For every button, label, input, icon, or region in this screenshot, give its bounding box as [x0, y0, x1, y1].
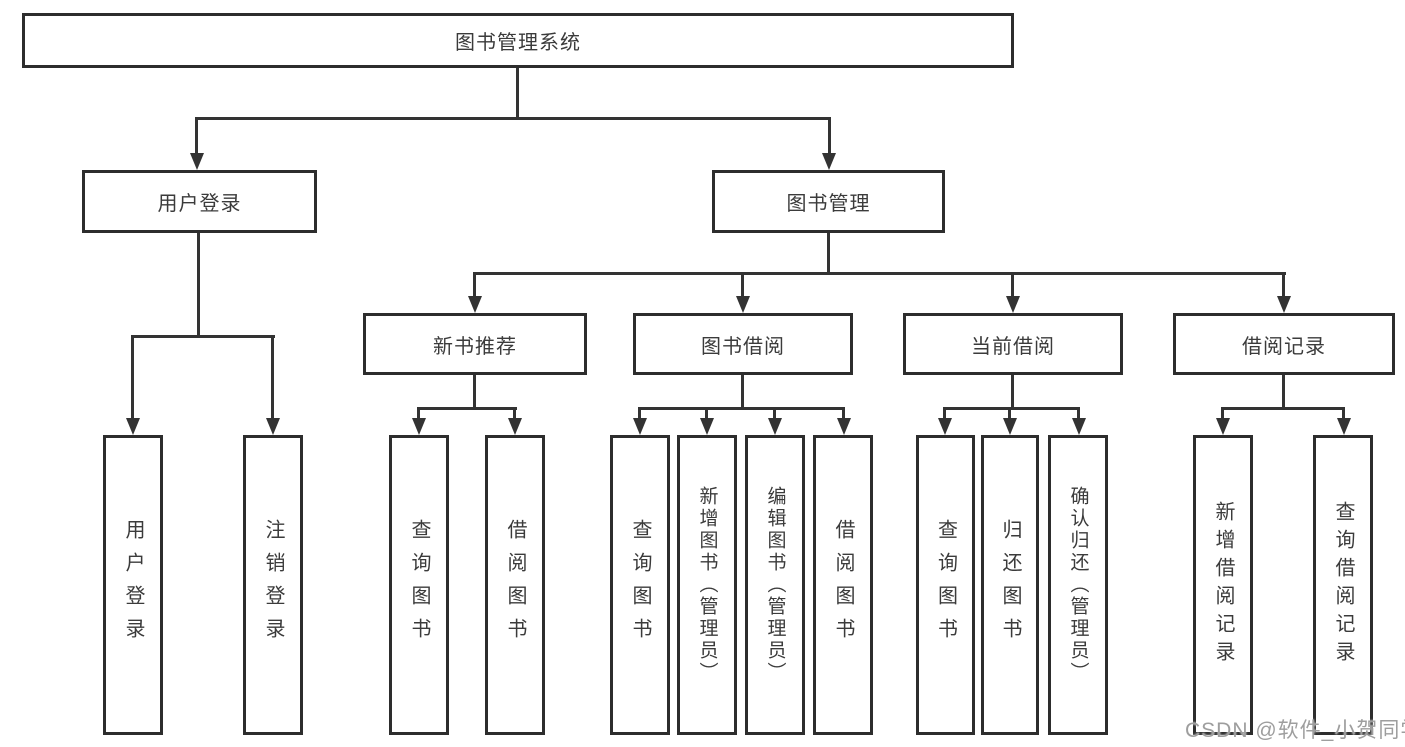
arrow-down-icon [508, 418, 522, 435]
connector-line [827, 233, 830, 274]
connector-line [741, 375, 744, 408]
arrow-down-icon [938, 418, 952, 435]
arrow-down-icon [468, 296, 482, 313]
arrow-down-icon [700, 418, 714, 435]
node-book-borrowing: 图书借阅 [633, 313, 853, 375]
node-library-management-system: 图书管理系统 [22, 13, 1014, 68]
connector-line [131, 335, 134, 421]
arrow-down-icon [266, 418, 280, 435]
arrow-down-icon [1337, 418, 1351, 435]
watermark: CSDN @软件_小贺同学 [1185, 719, 1405, 742]
arrow-down-icon [190, 153, 204, 170]
arrow-down-icon [736, 296, 750, 313]
leaf-query-books: 查询图书 [610, 435, 670, 735]
arrow-down-icon [633, 418, 647, 435]
connector-line [1008, 407, 1011, 421]
connector-line [516, 68, 519, 118]
connector-line [1342, 407, 1345, 421]
arrow-down-icon [1216, 418, 1230, 435]
leaf-add-book-admin: 新增图书（管理员） [677, 435, 737, 735]
connector-line [1282, 272, 1285, 300]
connector-line [271, 335, 274, 421]
connector-line [638, 407, 641, 421]
leaf-query-borrow-record: 查询借阅记录 [1313, 435, 1373, 735]
arrow-down-icon [837, 418, 851, 435]
leaf-edit-book-admin: 编辑图书（管理员） [745, 435, 805, 735]
connector-line [828, 117, 831, 157]
leaf-add-borrow-record: 新增借阅记录 [1193, 435, 1253, 735]
leaf-query-books: 查询图书 [916, 435, 975, 735]
leaf-borrow-books: 借阅图书 [485, 435, 545, 735]
arrow-down-icon [1277, 296, 1291, 313]
connector-line [943, 407, 946, 421]
node-new-book-recommendation: 新书推荐 [363, 313, 587, 375]
arrow-down-icon [1006, 296, 1020, 313]
arrow-down-icon [1072, 418, 1086, 435]
connector-line [773, 407, 776, 421]
connector-line [943, 407, 1080, 410]
connector-line [197, 233, 200, 335]
connector-line [195, 117, 198, 157]
connector-line [473, 272, 476, 300]
connector-line [741, 272, 744, 300]
leaf-query-books: 查询图书 [389, 435, 449, 735]
connector-line [417, 407, 517, 410]
leaf-confirm-return-admin: 确认归还（管理员） [1048, 435, 1108, 735]
connector-line [473, 375, 476, 408]
connector-line [195, 117, 831, 120]
node-user-login: 用户登录 [82, 170, 317, 233]
leaf-logout: 注销登录 [243, 435, 303, 735]
arrow-down-icon [126, 418, 140, 435]
connector-line [705, 407, 708, 421]
leaf-borrow-books: 借阅图书 [813, 435, 873, 735]
connector-line [1077, 407, 1080, 421]
connector-line [417, 407, 420, 421]
arrow-down-icon [768, 418, 782, 435]
connector-line [473, 272, 1286, 275]
connector-line [1282, 375, 1285, 408]
node-borrowing-records: 借阅记录 [1173, 313, 1395, 375]
connector-line [513, 407, 516, 421]
arrow-down-icon [1003, 418, 1017, 435]
connector-line [638, 407, 845, 410]
node-current-borrowing: 当前借阅 [903, 313, 1123, 375]
connector-line [842, 407, 845, 421]
connector-line [1221, 407, 1345, 410]
connector-line [131, 335, 275, 338]
connector-line [1221, 407, 1224, 421]
arrow-down-icon [412, 418, 426, 435]
connector-line [1011, 272, 1014, 300]
leaf-return-books: 归还图书 [981, 435, 1039, 735]
node-book-management: 图书管理 [712, 170, 945, 233]
leaf-user-login: 用户登录 [103, 435, 163, 735]
arrow-down-icon [822, 153, 836, 170]
connector-line [1011, 375, 1014, 408]
